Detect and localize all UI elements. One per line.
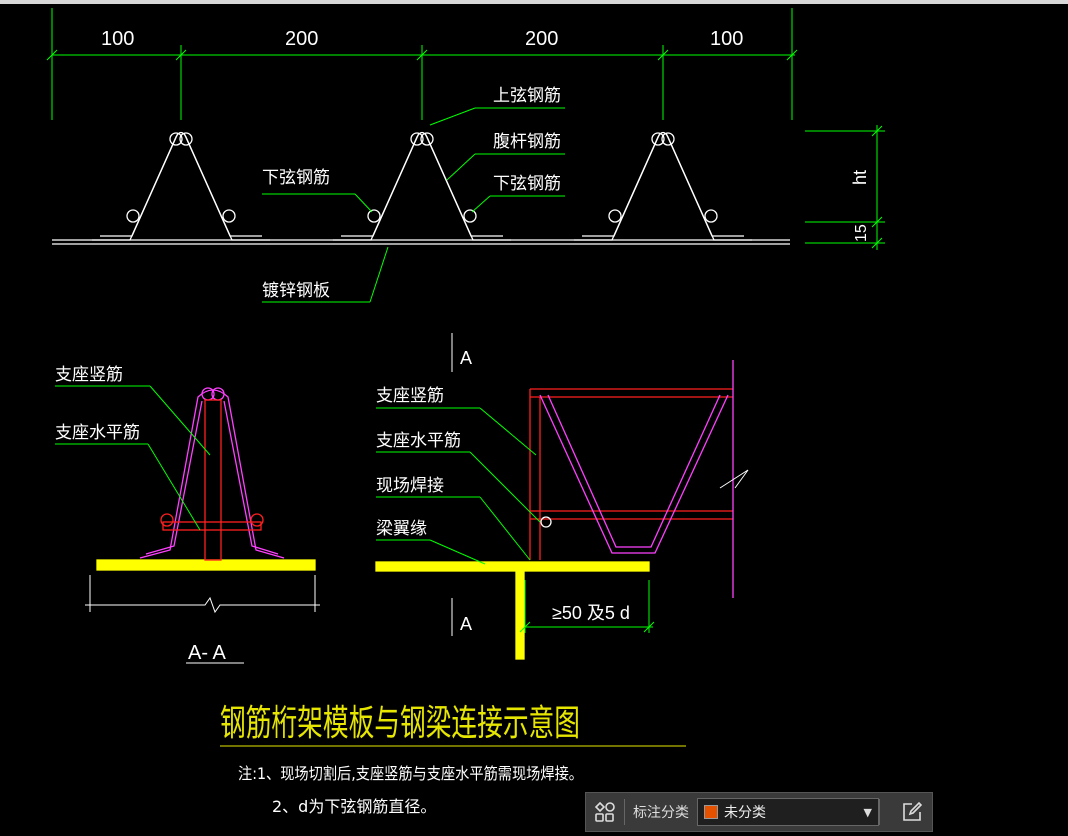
chevron-down-icon: ▼ bbox=[863, 805, 872, 819]
label-support-horizontal-b: 支座水平筋 bbox=[376, 431, 461, 451]
category-select[interactable]: 未分类 ▼ bbox=[697, 798, 879, 826]
dim-200-left: 200 bbox=[285, 28, 318, 50]
toolbar-separator bbox=[624, 799, 625, 825]
label-section-mark-top: A bbox=[460, 348, 472, 368]
note-line-2: 2、d为下弦钢筋直径。 bbox=[272, 797, 436, 816]
dim-200-right: 200 bbox=[525, 28, 558, 50]
edit-icon[interactable] bbox=[892, 793, 932, 831]
label-support-horizontal-a: 支座水平筋 bbox=[55, 423, 140, 443]
dim-100-right: 100 bbox=[710, 28, 743, 50]
connection-detail-drawing bbox=[375, 333, 749, 660]
dim-ht: ht bbox=[850, 170, 870, 185]
annotation-toolbar: 标注分类 未分类 ▼ bbox=[585, 792, 933, 832]
section-aa-drawing bbox=[85, 387, 320, 664]
annotation-category-label: 标注分类 bbox=[633, 805, 689, 821]
label-galvanized-plate: 镀锌钢板 bbox=[262, 281, 330, 301]
label-beam-flange: 梁翼缘 bbox=[376, 519, 427, 539]
drawing-title: 钢筋桁架模板与钢梁连接示意图 bbox=[220, 703, 580, 744]
toolbar-separator bbox=[879, 799, 880, 825]
layers-icon[interactable] bbox=[586, 793, 624, 831]
label-upper-chord: 上弦钢筋 bbox=[493, 86, 561, 106]
label-embed-dim: ≥50 及5 d bbox=[552, 603, 630, 623]
category-color-swatch bbox=[704, 805, 718, 819]
dim-15: 15 bbox=[853, 224, 870, 242]
truss-leaders bbox=[262, 107, 565, 303]
label-section-mark-bottom: A bbox=[460, 614, 472, 634]
section-aa-leaders bbox=[55, 385, 211, 531]
label-web-rebar: 腹杆钢筋 bbox=[493, 132, 561, 152]
note-line-1: 注:1、现场切割后,支座竖筋与支座水平筋需现场焊接。 bbox=[238, 764, 583, 783]
label-section-title: A- A bbox=[188, 642, 226, 664]
label-support-vertical-b: 支座竖筋 bbox=[376, 386, 444, 406]
label-lower-chord-right: 下弦钢筋 bbox=[493, 174, 561, 194]
truss-profile bbox=[52, 131, 790, 245]
window-top-border bbox=[0, 0, 1068, 4]
label-support-vertical-a: 支座竖筋 bbox=[55, 365, 123, 385]
dim-100-left: 100 bbox=[101, 28, 134, 50]
top-dimension-chain bbox=[46, 8, 798, 120]
category-selected-value: 未分类 bbox=[724, 805, 766, 821]
right-height-dims bbox=[805, 125, 885, 250]
connection-leaders bbox=[376, 407, 655, 633]
label-lower-chord-left: 下弦钢筋 bbox=[262, 168, 330, 188]
label-site-weld: 现场焊接 bbox=[376, 476, 444, 496]
